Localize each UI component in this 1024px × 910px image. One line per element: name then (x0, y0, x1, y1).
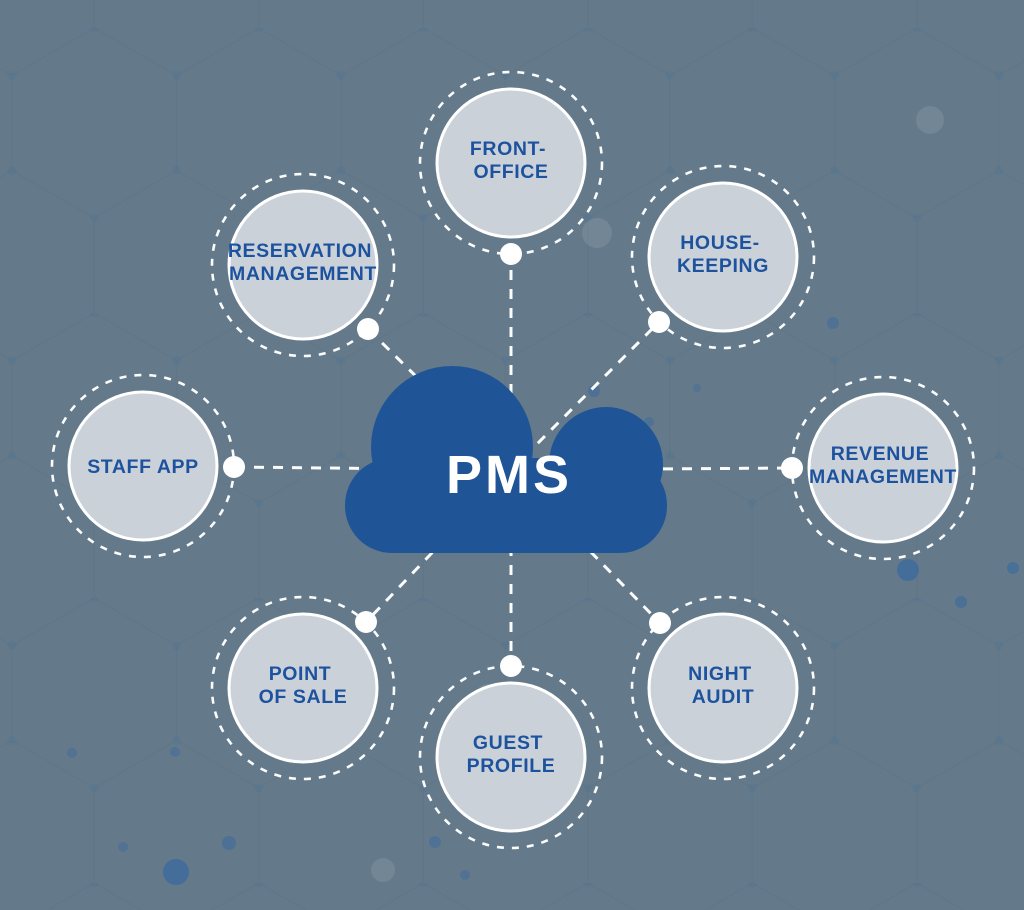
node-label: STAFF APP (87, 456, 199, 478)
connector-dot (648, 311, 670, 333)
cloud-title: PMS (446, 445, 572, 505)
node-label: REVENUE MANAGEMENT (809, 443, 957, 488)
accent-dots (67, 317, 1019, 885)
connector-night-audit (509, 468, 662, 625)
node-circle (807, 392, 959, 544)
connector-dot (500, 655, 522, 677)
node-label: NIGHT AUDIT (688, 663, 758, 708)
node-label: RESERVATION MANAGEMENT (228, 240, 378, 285)
dashed-ring (210, 172, 396, 358)
node-staff-app: STAFF APP (50, 373, 245, 559)
connector-dot (781, 457, 803, 479)
connector-house-keeping (509, 320, 661, 472)
node-circle (67, 390, 219, 542)
node-circle (435, 87, 587, 239)
node-house-keeping: HOUSE- KEEPING (630, 164, 816, 350)
node-point-of-sale: POINT OF SALE (210, 595, 396, 781)
node-front-office: FRONT- OFFICE (418, 70, 604, 265)
node-night-audit: NIGHT AUDIT (630, 595, 816, 781)
cloud-base (345, 458, 667, 553)
node-label: GUEST PROFILE (467, 732, 556, 777)
connector-dot (355, 611, 377, 633)
dashed-ring (210, 595, 396, 781)
dashed-ring (630, 164, 816, 350)
node-label: HOUSE- KEEPING (677, 232, 769, 277)
node-circle (647, 612, 799, 764)
dashed-ring (630, 595, 816, 781)
node-circle (435, 681, 587, 833)
node-circle (227, 612, 379, 764)
node-label: POINT OF SALE (259, 663, 348, 708)
node-label: FRONT- OFFICE (470, 138, 552, 183)
node-reservation-management: RESERVATION MANAGEMENT (210, 172, 396, 358)
connector-dot (223, 456, 245, 478)
node-revenue-management: REVENUE MANAGEMENT (781, 375, 976, 561)
connector-point-of-sale (364, 468, 513, 624)
connector-dot (500, 243, 522, 265)
connector-dot (649, 612, 671, 634)
node-circle (647, 181, 799, 333)
dashed-ring (418, 70, 604, 256)
connector-dot (357, 318, 379, 340)
dashed-ring (418, 664, 604, 850)
node-guest-profile: GUEST PROFILE (418, 655, 604, 850)
pms-cloud: PMS (345, 366, 667, 553)
node-circle (227, 189, 379, 341)
